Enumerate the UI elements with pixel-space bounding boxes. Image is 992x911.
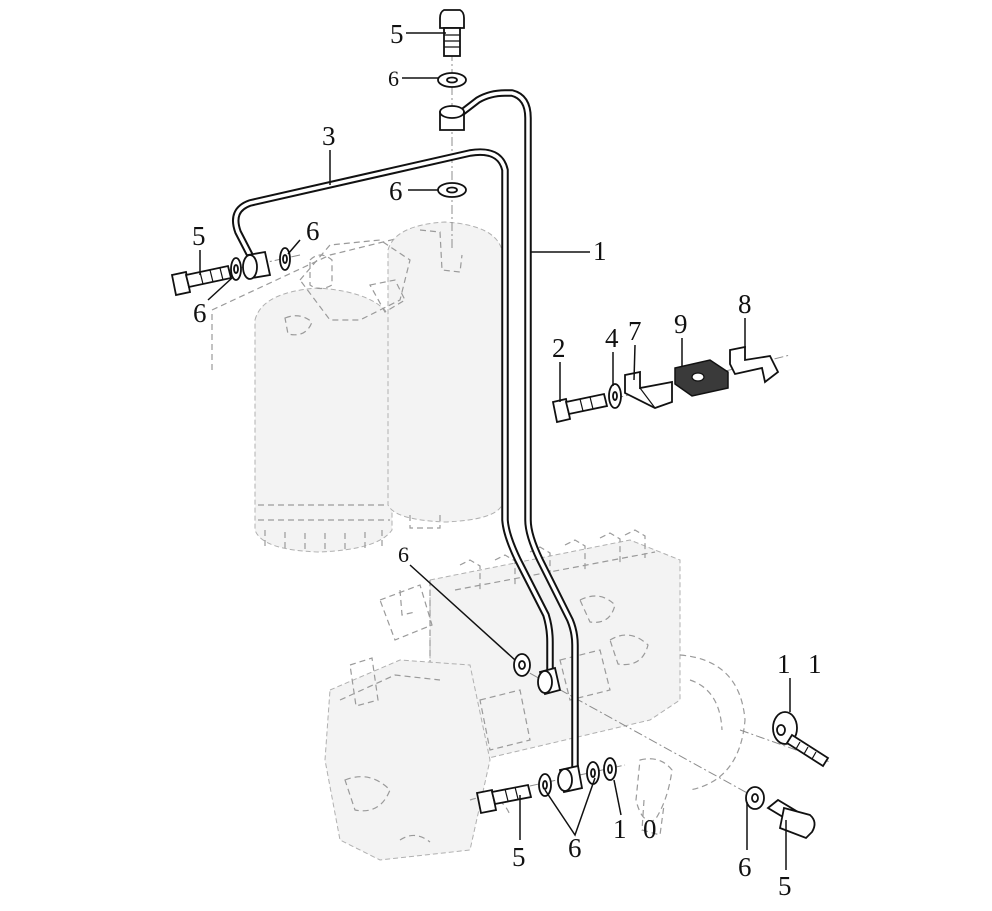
washer-bottom-a: [538, 773, 552, 797]
injection-pump-ghost: [324, 529, 746, 861]
callout-6-pump: 6: [398, 542, 409, 567]
washer-top: [437, 72, 467, 88]
banjo-eye-pump: [537, 666, 562, 696]
fuel-pipe-3: [232, 148, 554, 682]
callout-6-top: 6: [388, 66, 399, 91]
clamp-plate-8: [729, 345, 780, 384]
callout-6-mid: 6: [389, 176, 403, 206]
clamp-bolt-2: [551, 392, 609, 424]
banjo-fitting-11: [772, 711, 830, 768]
callout-11-a: 1: [777, 649, 791, 679]
callout-1-pipe: 1: [593, 236, 607, 266]
washer-bottom-c: [603, 757, 617, 781]
clamp-block-9: [674, 359, 729, 397]
callout-3: 3: [322, 121, 336, 151]
leader-lines: [199, 32, 791, 870]
callout-7: 7: [628, 316, 642, 346]
callout-6-left-upper: 6: [306, 216, 320, 246]
banjo-eye-bottom: [557, 764, 584, 794]
clamp-plate-7: [624, 370, 673, 409]
callout-6-right: 6: [738, 852, 752, 882]
callout-10-a: 1: [613, 814, 627, 844]
callout-9: 9: [674, 309, 688, 339]
banjo-bolt-top: [439, 9, 465, 57]
callout-11-b: 1: [808, 649, 822, 679]
washer-right: [745, 786, 765, 810]
fuel-filter-assembly-ghost: [211, 221, 503, 553]
washer-bottom-b: [586, 761, 600, 785]
callout-10-b: 0: [643, 814, 657, 844]
washer-mid: [437, 182, 467, 198]
banjo-bolt-left: [170, 264, 233, 297]
banjo-bolt-right: [766, 798, 816, 840]
callout-4: 4: [605, 323, 619, 353]
callout-5-left: 5: [192, 221, 206, 251]
washer-left-a: [230, 257, 242, 281]
washer-4: [608, 383, 622, 409]
callout-labels: 5 6 3 6 1 5 6 6 2 4 7 9 8 6 1 1 5 6 1 0 …: [192, 19, 822, 901]
callout-5-top: 5: [390, 19, 404, 49]
callout-8: 8: [738, 289, 752, 319]
callout-5-right: 5: [778, 871, 792, 901]
banjo-eye-left: [242, 250, 272, 280]
callout-6-left-lower: 6: [193, 298, 207, 328]
callout-2: 2: [552, 333, 566, 363]
washer-left-b: [279, 247, 291, 271]
callout-5-bottom: 5: [512, 842, 526, 872]
washer-pump: [513, 653, 531, 677]
banjo-eye-top: [439, 105, 465, 131]
fuel-pipe-1: [448, 89, 579, 779]
callout-6-bottom: 6: [568, 833, 582, 863]
banjo-bolt-bottom: [475, 783, 533, 815]
